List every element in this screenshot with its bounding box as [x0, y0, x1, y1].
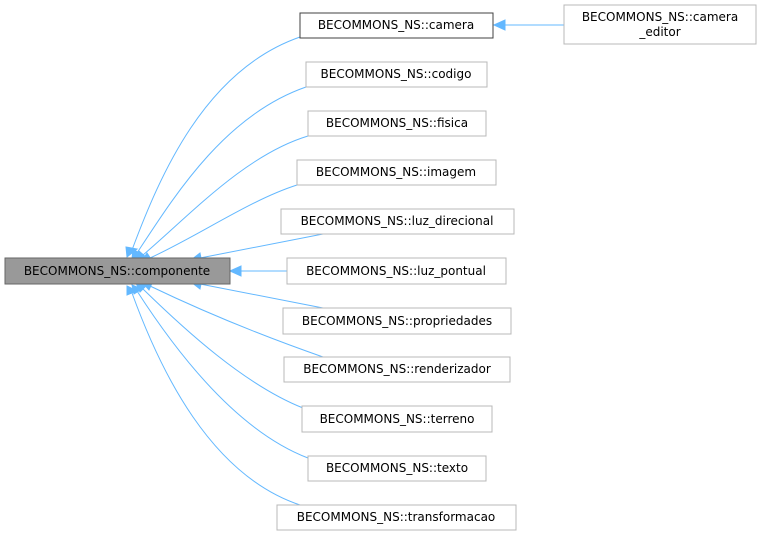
edge-codigo — [136, 86, 307, 254]
node-luz-pontual[interactable]: BECOMMONS_NS::luz_pontual — [286, 257, 507, 285]
edge-camera — [131, 36, 301, 251]
edge-transformacao — [131, 292, 301, 506]
node-terreno-label: BECOMMONS_NS::terreno — [320, 412, 475, 426]
node-renderizador[interactable]: BECOMMONS_NS::renderizador — [283, 356, 511, 383]
edge-luz_direcional — [199, 233, 324, 259]
node-camera[interactable]: BECOMMONS_NS::camera — [299, 12, 494, 39]
node-imagem[interactable]: BECOMMONS_NS::imagem — [296, 159, 497, 186]
node-texto[interactable]: BECOMMONS_NS::texto — [307, 455, 487, 482]
node-transformacao-label: BECOMMONS_NS::transformacao — [297, 510, 496, 524]
edge-terreno — [142, 288, 304, 409]
edge-texto — [136, 290, 309, 459]
node-propriedades[interactable]: BECOMMONS_NS::propriedades — [282, 307, 512, 335]
node-camera-editor-line1: BECOMMONS_NS::camera — [582, 10, 738, 24]
edge-propriedades — [199, 283, 324, 309]
node-terreno[interactable]: BECOMMONS_NS::terreno — [301, 405, 493, 433]
edge-imagem — [149, 184, 298, 259]
node-codigo[interactable]: BECOMMONS_NS::codigo — [305, 61, 488, 88]
node-componente[interactable]: BECOMMONS_NS::componente — [4, 257, 231, 285]
node-transformacao[interactable]: BECOMMONS_NS::transformacao — [276, 504, 517, 531]
edge-fisica — [142, 135, 309, 256]
node-renderizador-label: BECOMMONS_NS::renderizador — [303, 362, 491, 376]
node-fisica[interactable]: BECOMMONS_NS::fisica — [307, 110, 487, 137]
node-codigo-label: BECOMMONS_NS::codigo — [321, 67, 472, 81]
node-componente-label: BECOMMONS_NS::componente — [24, 264, 210, 278]
arrowhead-transformacao — [126, 285, 139, 296]
node-imagem-label: BECOMMONS_NS::imagem — [316, 165, 476, 179]
node-camera-editor[interactable]: BECOMMONS_NS::camera _editor — [563, 4, 757, 45]
node-camera-label: BECOMMONS_NS::camera — [318, 18, 474, 32]
node-fisica-label: BECOMMONS_NS::fisica — [326, 116, 468, 130]
arrowhead-luz_pontual — [228, 265, 242, 277]
node-camera-editor-line2: _editor — [638, 25, 680, 39]
node-luz-pontual-label: BECOMMONS_NS::luz_pontual — [306, 264, 486, 278]
arrowhead-camera_editor — [492, 19, 506, 31]
node-texto-label: BECOMMONS_NS::texto — [326, 461, 468, 475]
node-luz-direcional[interactable]: BECOMMONS_NS::luz_direcional — [280, 208, 515, 235]
node-luz-direcional-label: BECOMMONS_NS::luz_direcional — [301, 214, 494, 228]
node-propriedades-label: BECOMMONS_NS::propriedades — [302, 314, 492, 328]
edge-renderizador — [149, 285, 324, 358]
